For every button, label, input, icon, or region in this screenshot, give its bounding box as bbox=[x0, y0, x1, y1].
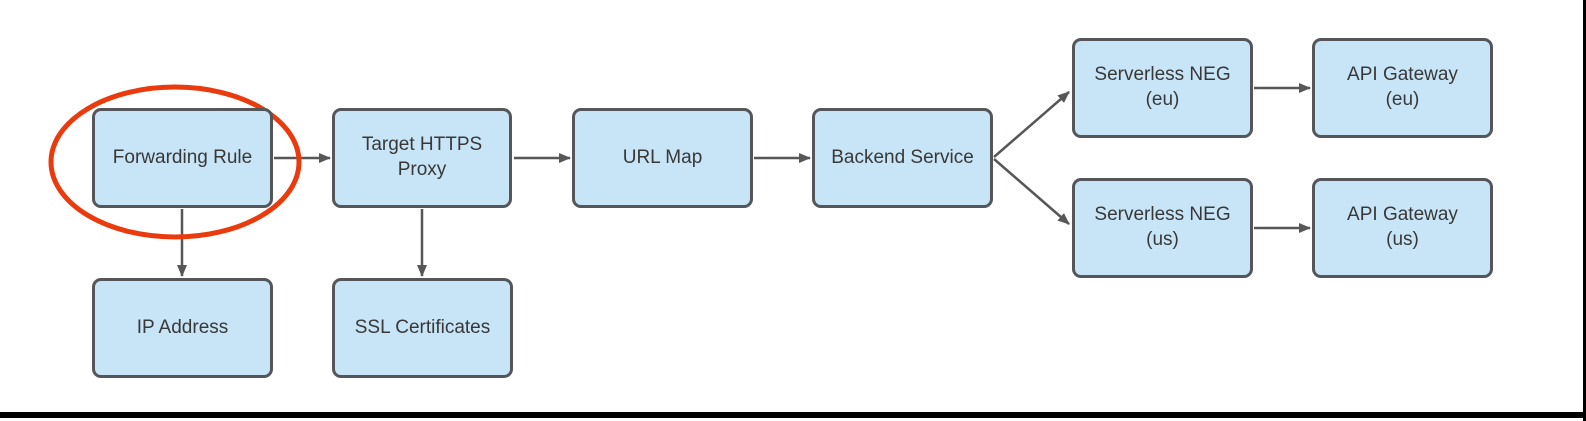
node-forwarding-rule: Forwarding Rule bbox=[92, 108, 273, 208]
highlight-ellipse bbox=[48, 84, 302, 240]
edge-backend-service-to-serverless-neg-us bbox=[993, 158, 1070, 225]
frame-border-right bbox=[1583, 0, 1586, 421]
node-target-https-proxy: Target HTTPS Proxy bbox=[332, 108, 512, 208]
node-ssl-certificates: SSL Certificates bbox=[332, 278, 513, 378]
node-ip-address: IP Address bbox=[92, 278, 273, 378]
node-api-gateway-eu: API Gateway (eu) bbox=[1312, 38, 1493, 138]
edge-backend-service-to-serverless-neg-eu bbox=[993, 91, 1070, 158]
frame-border-bottom bbox=[0, 412, 1586, 418]
node-api-gateway-us: API Gateway (us) bbox=[1312, 178, 1493, 278]
node-serverless-neg-us: Serverless NEG (us) bbox=[1072, 178, 1253, 278]
node-url-map: URL Map bbox=[572, 108, 753, 208]
node-backend-service: Backend Service bbox=[812, 108, 993, 208]
node-serverless-neg-eu: Serverless NEG (eu) bbox=[1072, 38, 1253, 138]
